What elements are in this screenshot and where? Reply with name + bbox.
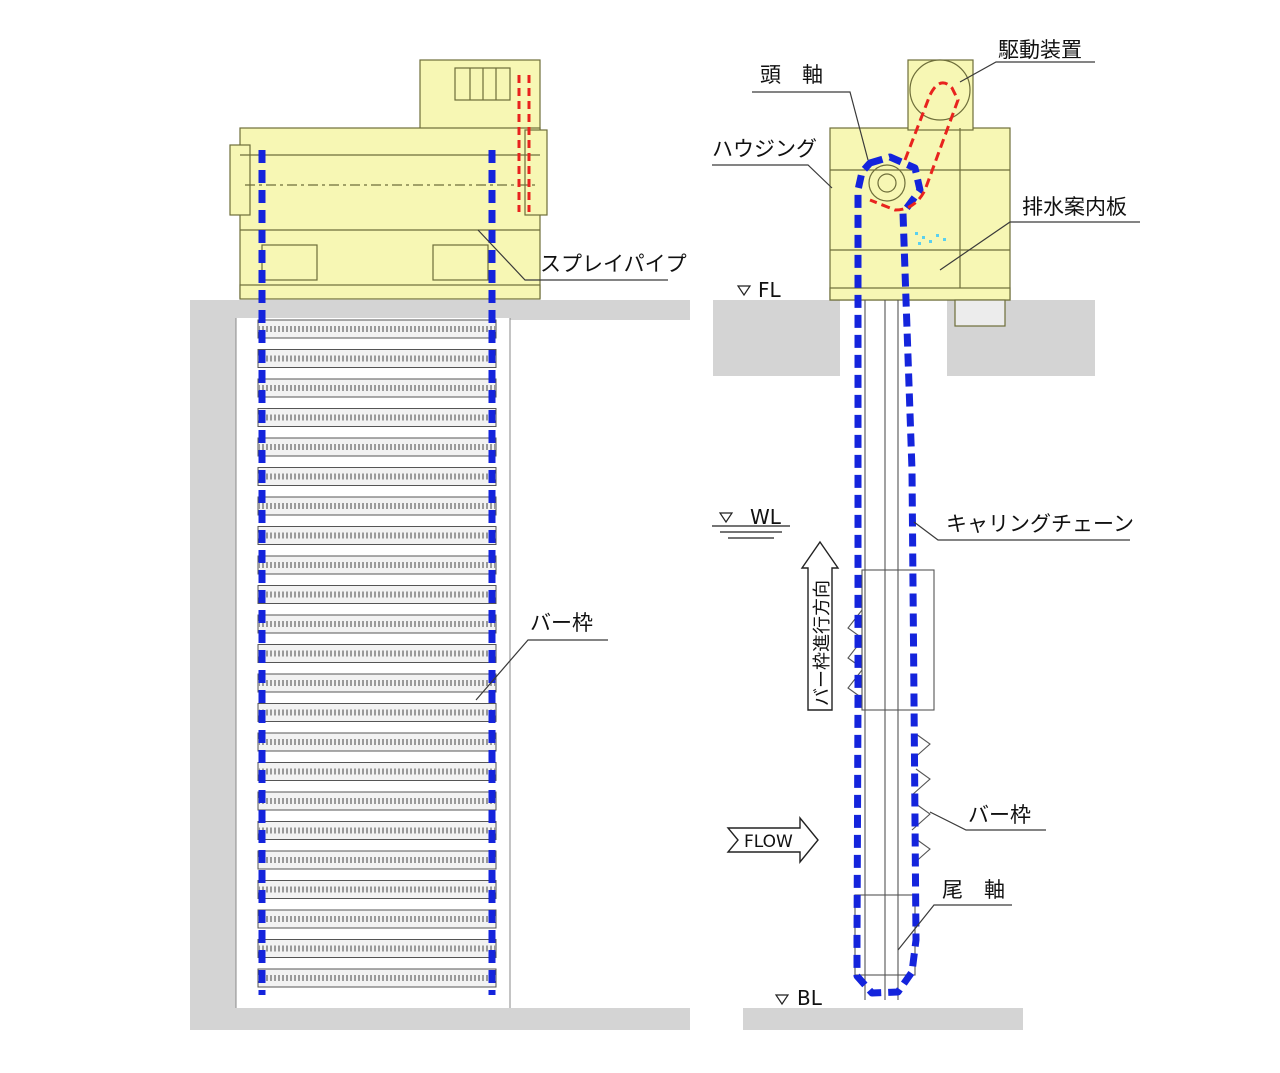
head-shaft-leader — [752, 91, 869, 161]
front-pit-right-floor — [510, 300, 690, 320]
front-bar-slats — [257, 319, 497, 988]
front-bar-slat — [257, 644, 497, 663]
bl-label: BL — [797, 986, 823, 1010]
drain-guide-leader — [939, 221, 1140, 271]
side-carrying-chain — [853, 153, 924, 997]
housing-leader — [712, 164, 833, 189]
side-housing — [829, 59, 1011, 327]
front-bar-slat — [257, 496, 497, 516]
front-pit-base — [190, 1008, 690, 1030]
front-bar-slat — [257, 408, 497, 427]
head-shaft-label: 頭 軸 — [760, 63, 823, 87]
spray-pipe-leader — [477, 229, 668, 281]
front-bar-slat — [257, 909, 497, 929]
bar-frame-side-leader — [929, 811, 1046, 831]
flow-arrow — [726, 816, 819, 864]
carrying-chain-leader — [913, 521, 1130, 541]
front-housing — [229, 59, 548, 300]
front-bar-slat — [257, 614, 497, 634]
bar-frame-front-label: バー枠 — [530, 611, 593, 635]
front-bar-slat — [257, 437, 497, 457]
bl-marker: BL — [774, 986, 823, 1010]
spray-pipe-label: スプレイパイプ — [540, 252, 687, 276]
front-view: スプレイパイプ バー枠 — [190, 59, 690, 1030]
tail-shaft-label: 尾 軸 — [942, 878, 1005, 902]
tail-shaft-leader — [897, 904, 1012, 951]
front-bar-slat — [257, 732, 497, 752]
front-bar-slat — [257, 968, 497, 988]
side-view: FL WL BL バー枠進行方向 FLOW 頭 軸 駆動装置 ハウジング 排水案… — [712, 38, 1140, 1030]
front-bar-slat — [257, 703, 497, 722]
travel-direction-label: バー枠進行方向 — [812, 580, 833, 706]
drive-unit-leader — [959, 61, 1095, 83]
front-bar-slat — [257, 673, 497, 693]
front-bar-slat — [257, 319, 497, 339]
side-chain-casing — [854, 300, 935, 1000]
wl-label: WL — [750, 505, 782, 529]
fl-marker: FL — [736, 278, 782, 302]
side-floor-left — [713, 300, 840, 376]
front-bar-slat — [257, 880, 497, 899]
wl-marker: WL — [712, 505, 790, 539]
fl-label: FL — [758, 278, 782, 302]
carrying-chain-label: キャリングチェーン — [946, 512, 1134, 536]
bar-frame-front-leader — [475, 639, 608, 701]
front-bar-slat — [257, 821, 497, 840]
side-bottom-slab — [743, 1008, 1023, 1030]
front-bar-slat — [257, 585, 497, 604]
front-bar-slat — [257, 378, 497, 398]
travel-direction-arrow — [800, 540, 840, 711]
side-drive-chain — [869, 81, 960, 212]
front-bar-slat — [257, 762, 497, 781]
front-bar-slat — [257, 467, 497, 486]
front-bar-slat — [257, 850, 497, 870]
front-bar-slat — [257, 791, 497, 811]
housing-label: ハウジング — [712, 137, 817, 161]
drain-guide-label: 排水案内板 — [1022, 195, 1127, 219]
flow-label: FLOW — [744, 832, 793, 852]
bar-frame-side-label: バー枠 — [968, 803, 1031, 827]
front-bar-slat — [257, 555, 497, 575]
front-bar-slat — [257, 939, 497, 958]
front-bar-slat — [257, 526, 497, 545]
drive-unit-label: 駆動装置 — [998, 38, 1082, 62]
front-bar-slat — [257, 349, 497, 368]
drain-guide-marks — [915, 232, 946, 245]
